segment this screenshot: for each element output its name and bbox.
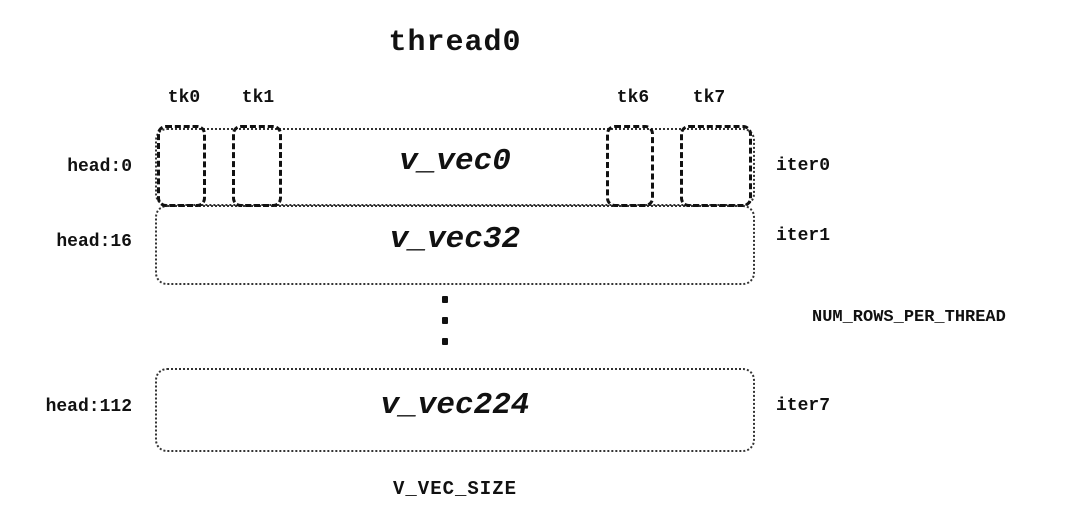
tk0-element-box [157,125,206,207]
tk6-element-box [606,125,654,207]
ellipsis-dot [442,317,448,324]
head-offset-label-112: head:112 [45,397,132,417]
tk-label-1: tk1 [241,88,275,108]
iteration-label-0: iter0 [776,156,831,176]
tk-label-0: tk0 [167,88,201,108]
iteration-label-7: iter7 [776,396,831,416]
ellipsis-dot [442,296,448,303]
num-rows-per-thread-label: NUM_ROWS_PER_THREAD [812,308,1006,327]
vector-label-v-vec224: v_vec224 [380,388,530,423]
thread-title: thread0 [388,26,522,60]
tk-label-6: tk6 [616,88,650,108]
vector-row-box-iter1 [155,205,755,285]
tk7-element-box [680,125,752,207]
tk1-element-box [232,125,282,207]
head-offset-label-16: head:16 [56,232,132,252]
ellipsis-dot [442,338,448,345]
tk-label-7: tk7 [692,88,726,108]
vector-label-v-vec0: v_vec0 [399,144,511,179]
ellipsis-dots [442,296,448,345]
v-vec-size-label: V_VEC_SIZE [392,478,518,500]
vector-row-box-iter7 [155,368,755,452]
iteration-label-1: iter1 [776,226,831,246]
head-offset-label-0: head:0 [67,157,132,177]
vector-label-v-vec32: v_vec32 [389,222,521,257]
